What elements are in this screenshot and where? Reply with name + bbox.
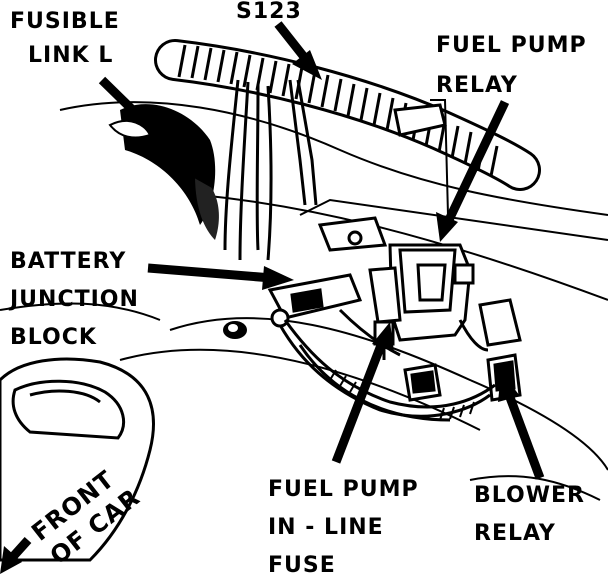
junction-block-drawing xyxy=(267,273,363,328)
label-fuel-pump-relay-line2: RELAY xyxy=(436,73,518,98)
label-blower-relay-line2: RELAY xyxy=(474,521,556,546)
label-battery-junction-block: BATTERY JUNCTION BLOCK xyxy=(8,249,139,350)
grommet xyxy=(223,321,247,339)
label-fuel-pump-inline-fuse-line1: FUEL PUMP xyxy=(268,477,419,502)
label-battery-junction-block-line3: BLOCK xyxy=(10,325,97,350)
strut-tower xyxy=(108,104,219,240)
label-fusible-link-l-line2: LINK L xyxy=(28,43,113,68)
label-battery-junction-block-line2: JUNCTION xyxy=(8,287,139,312)
reservoir xyxy=(0,357,155,562)
bracket xyxy=(317,216,388,252)
label-fuel-pump-relay: FUEL PUMP RELAY xyxy=(436,33,587,98)
blower-relay-drawing xyxy=(478,298,522,402)
label-fusible-link-l-line1: FUSIBLE xyxy=(10,9,120,34)
fuel-pump-relay-drawing xyxy=(388,243,475,342)
label-blower-relay: BLOWER RELAY xyxy=(474,483,585,546)
label-fuel-pump-inline-fuse-line3: FUSE xyxy=(268,553,336,578)
pointer-arrows xyxy=(0,21,545,574)
label-blower-relay-line1: BLOWER xyxy=(474,483,585,508)
wiring-harness xyxy=(154,39,541,216)
label-fusible-link-l: FUSIBLE LINK L xyxy=(10,9,120,68)
label-fuel-pump-inline-fuse-line2: IN - LINE xyxy=(268,515,384,540)
label-battery-junction-block-line1: BATTERY xyxy=(10,249,126,274)
label-fuel-pump-inline-fuse: FUEL PUMP IN - LINE FUSE xyxy=(268,477,419,578)
drop-wires xyxy=(223,79,318,261)
label-s123: S123 xyxy=(236,0,302,24)
label-fuel-pump-relay-line1: FUEL PUMP xyxy=(436,33,587,58)
connector-drawing xyxy=(403,363,442,402)
